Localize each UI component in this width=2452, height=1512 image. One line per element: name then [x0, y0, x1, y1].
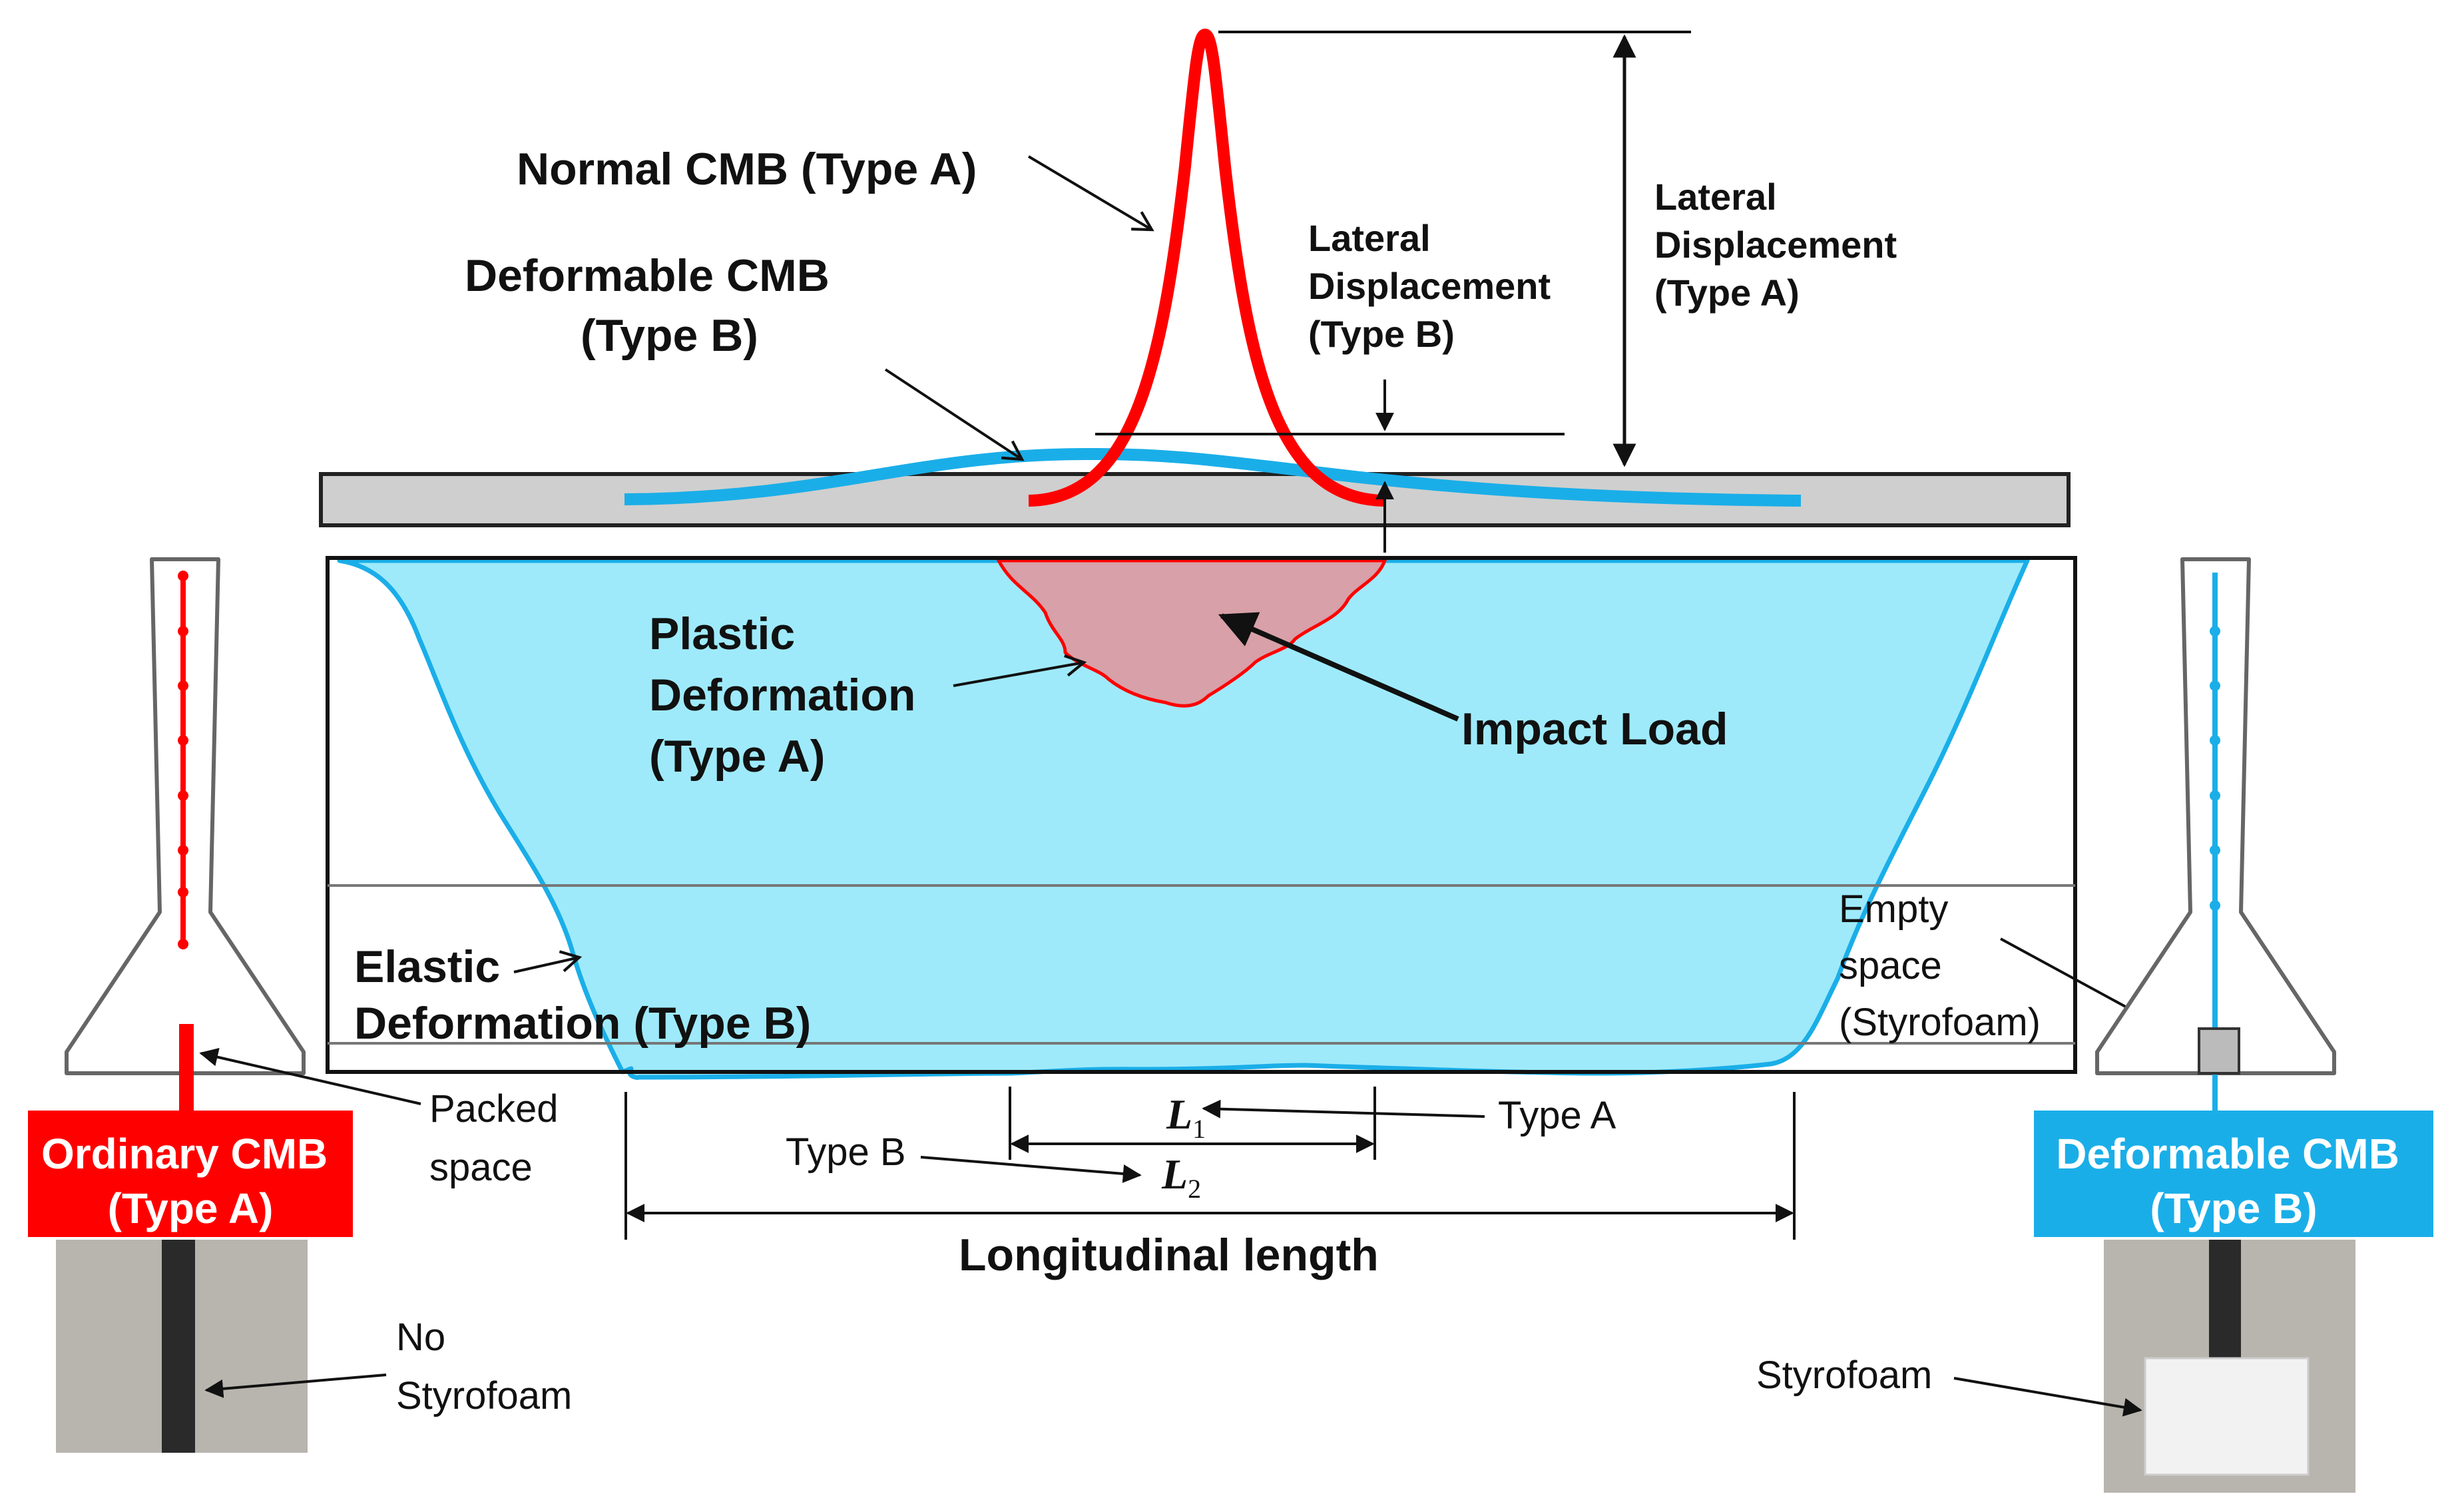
left-photo-rebar	[162, 1240, 195, 1453]
lateral-a-line3: (Type A)	[1654, 272, 1800, 314]
lateral-b-line1: Lateral	[1308, 217, 1431, 259]
plastic-line3: (Type A)	[649, 731, 825, 782]
type-b-deflection-curve	[624, 447, 1802, 507]
lateral-a-line1: Lateral	[1654, 176, 1777, 218]
deformable-cmb-label: Deformable CMB (Type B)	[465, 250, 842, 361]
plastic-deformation-zone	[995, 559, 1387, 708]
lateral-b-line2: Displacement	[1308, 265, 1551, 307]
no-styrofoam-line1: No	[396, 1316, 445, 1359]
right-badge-line2: (Type B)	[2150, 1184, 2317, 1232]
longitudinal-length-label: Longitudinal length	[959, 1230, 1379, 1280]
ground-box	[326, 556, 2077, 1074]
l2-subscript: 2	[1188, 1174, 1201, 1204]
elastic-deformation-zone	[337, 558, 2030, 1080]
left-barrier: Ordinary CMB (Type A) Packed space No St…	[28, 557, 572, 1453]
right-styrofoam-block	[2198, 1027, 2240, 1075]
elastic-line2: Deformation (Type B)	[354, 998, 811, 1049]
lateral-curves	[319, 28, 2071, 527]
right-photo-styrofoam	[2144, 1357, 2310, 1476]
empty-space-label: Empty space (Styrofoam)	[1839, 887, 2041, 1044]
type-b-length-label: Type B	[786, 1131, 906, 1174]
displacement-dimensions	[1095, 31, 1691, 553]
lateral-a-line2: Displacement	[1654, 224, 1897, 266]
l1-label: L1	[1166, 1091, 1206, 1144]
plastic-line2: Deformation	[649, 670, 915, 720]
lateral-b-line3: (Type B)	[1308, 313, 1455, 355]
l1-subscript: 1	[1192, 1114, 1206, 1144]
l2-letter: L	[1161, 1150, 1188, 1198]
deformable-cmb-line1: Deformable CMB	[465, 250, 830, 301]
type-a-deflection-curve	[1028, 28, 1385, 507]
length-dimensions: L1 L2 Type A Type B Longitudinal length	[624, 1087, 1796, 1280]
styrofoam-label: Styrofoam	[1756, 1354, 1932, 1397]
empty-line2: space	[1839, 944, 1942, 987]
empty-line1: Empty	[1839, 887, 1948, 931]
l2-label: L2	[1161, 1150, 1201, 1204]
plastic-line1: Plastic	[649, 609, 795, 659]
left-badge-line1: Ordinary CMB	[41, 1130, 328, 1178]
right-type-badge	[2034, 1111, 2433, 1237]
packed-space-label: Packed space	[429, 1087, 569, 1189]
left-badge-line2: (Type A)	[108, 1184, 274, 1232]
left-badge-label: Ordinary CMB (Type A)	[41, 1130, 340, 1232]
type-a-length-label: Type A	[1498, 1094, 1616, 1137]
empty-line3: (Styrofoam)	[1839, 1001, 2041, 1044]
lateral-displacement-a-label: Lateral Displacement (Type A)	[1654, 176, 1907, 314]
right-badge-line1: Deformable CMB	[2056, 1130, 2399, 1178]
lateral-displacement-b-label: Lateral Displacement (Type B)	[1308, 217, 1561, 355]
left-type-badge	[28, 1111, 353, 1237]
deformable-cmb-line2: (Type B)	[581, 310, 758, 361]
l1-letter: L	[1166, 1091, 1192, 1138]
elastic-deformation-label: Elastic Deformation (Type B)	[354, 941, 811, 1049]
packed-line1: Packed	[429, 1087, 558, 1131]
no-styrofoam-line2: Styrofoam	[396, 1374, 572, 1417]
normal-cmb-label: Normal CMB (Type A)	[517, 144, 977, 194]
impact-load-label: Impact Load	[1461, 704, 1728, 754]
barrier-beam	[319, 472, 2071, 527]
no-styrofoam-label: No Styrofoam	[396, 1316, 572, 1417]
ground-section: Plastic Deformation (Type A) Impact Load…	[326, 556, 2192, 1080]
right-rebar-nodes	[2210, 626, 2220, 911]
right-barrier: Deformable CMB (Type B) Styrofoam	[1756, 557, 2433, 1493]
right-badge-label: Deformable CMB (Type B)	[2056, 1130, 2411, 1232]
left-rebar-nodes	[178, 571, 188, 949]
plastic-deformation-label: Plastic Deformation (Type A)	[649, 609, 928, 782]
packed-line2: space	[429, 1146, 533, 1189]
elastic-line1: Elastic	[354, 941, 500, 992]
impact-load-arrow	[1218, 612, 1459, 722]
top-labels: Normal CMB (Type A) Deformable CMB (Type…	[465, 144, 1907, 461]
